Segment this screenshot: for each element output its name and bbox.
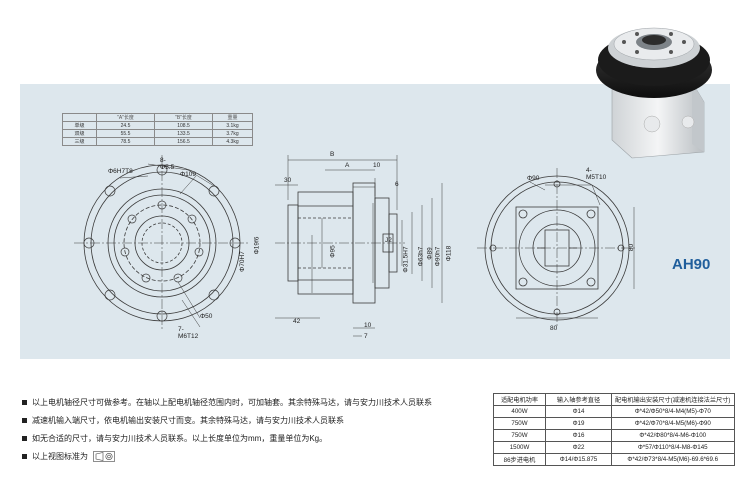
dim-31: Φ31.5H7 [402,246,410,273]
motor-table: 适配电机功率 输入轴参考直径 配电机输出安装尺寸(减速机连接法兰尺寸) 400W… [493,393,735,466]
note-item: 以上视图标准为 [22,448,432,466]
table-row: 1500W Φ22 Φ*57/Φ110*8/4-M8-Φ145 [493,441,735,454]
table-cell: 86步进电机 [493,453,546,466]
bullet [22,400,27,405]
header-cell: 适配电机功率 [493,393,546,406]
table-cell: Φ*42/Φ73*8/4-M5(M6)-69.6*69.6 [611,453,735,466]
dim-a: A [345,162,350,169]
model-label: AH90 [672,256,711,273]
header-cell: 输入轴参考直径 [545,393,612,406]
table-cell: 三级 [62,137,97,146]
hole-label: 8-Φ5.5 [160,157,175,171]
dim-19f6: Φ19f6 [253,236,261,255]
center-label: Φ50 [200,313,213,320]
rear-height-label: 80 [628,243,636,252]
table-cell: 750W [493,417,546,430]
table-row: 双级 55.5 133.5 3.7kg [62,129,253,138]
header-cell: "B"长度 [154,113,213,122]
rear-pcd-label: Φ90 [527,175,540,182]
key-label: J2 [385,237,392,244]
table-cell: 78.5 [96,137,155,146]
table-cell: Φ14/Φ15.875 [545,453,612,466]
table-cell: Φ*42/Φ70*8/4-M5(M6)-Φ90 [611,417,735,430]
table-row: 单级 24.5 108.5 3.1kg [62,121,253,130]
product-photo [596,27,712,159]
table-cell: 3.1kg [212,121,253,130]
table-cell: 156.5 [154,137,213,146]
table-cell: 24.5 [96,121,155,130]
dim-70h7: Φ70H7 [238,251,246,272]
note-item: 如无合适的尺寸，请与安力川技术人员联系。以上长度单位为mm，重量单位为Kg。 [22,430,432,448]
projection-symbol-icon [93,451,116,463]
length-table: "A"长度 "B"长度 重量 单级 24.5 108.5 3.1kg 双级 55… [62,113,253,146]
dim-63: Φ63h7 [417,246,425,267]
table-cell: 3.7kg [212,129,253,138]
table-cell: 双级 [62,129,97,138]
table-cell: Φ*42/Φ50*8/4-M4(M5)-Φ70 [611,405,735,418]
table-cell: Φ*42/Φ80*8/4-M6-Φ100 [611,429,735,442]
front-view [74,155,250,331]
table-row: 400W Φ14 Φ*42/Φ50*8/4-M4(M5)-Φ70 [493,405,735,418]
dim-10a: 10 [373,162,381,169]
dim-90: Φ90h7 [434,246,442,267]
dim-30: 30 [284,177,292,184]
rear-thread-label: 4-M5T10 [586,167,607,181]
dim-118: Φ118 [445,245,453,262]
table-cell: 400W [493,405,546,418]
notes: 以上电机轴径尺寸可做参考。在轴以上配电机轴径范围内时，可加轴套。其余特殊马达，请… [22,394,432,466]
bullet [22,436,27,441]
note-item: 减速机输入端尺寸，依电机输出安装尺寸而变。其余特殊马达，请与安力川技术人员联系 [22,412,432,430]
table-cell: Φ16 [545,429,612,442]
note-text: 减速机输入端尺寸，依电机输出安装尺寸而变。其余特殊马达，请与安力川技术人员联系 [32,416,344,425]
dim-6: 6 [395,181,399,188]
table-row: 86步进电机 Φ14/Φ15.875 Φ*42/Φ73*8/4-M5(M6)-6… [493,453,735,466]
motor-table-header: 适配电机功率 输入轴参考直径 配电机输出安装尺寸(减速机连接法兰尺寸) [493,393,735,406]
table-cell: Φ22 [545,441,612,454]
note-text: 如无合适的尺寸，请与安力川技术人员联系。以上长度单位为mm，重量单位为Kg。 [32,434,328,443]
table-cell: 1500W [493,441,546,454]
rear-width-label: 80 [550,325,558,332]
table-cell: 55.5 [96,129,155,138]
note-item: 以上电机轴径尺寸可做参考。在轴以上配电机轴径范围内时，可加轴套。其余特殊马达，请… [22,394,432,412]
table-cell: Φ*57/Φ110*8/4-M8-Φ145 [611,441,735,454]
table-cell: 750W [493,429,546,442]
note-text: 以上电机轴径尺寸可做参考。在轴以上配电机轴径范围内时，可加轴套。其余特殊马达，请… [32,398,432,407]
thread-label: 7-M6T12 [178,326,199,340]
note-text: 以上视图标准为 [32,452,88,461]
length-table-header: "A"长度 "B"长度 重量 [62,113,253,122]
side-view [275,155,443,337]
table-cell: Φ14 [545,405,612,418]
header-cell: "A"长度 [96,113,155,122]
table-cell: 108.5 [154,121,213,130]
pcd-label: Φ109 [180,171,197,178]
table-row: 750W Φ19 Φ*42/Φ70*8/4-M5(M6)-Φ90 [493,417,735,430]
dim-7: 7 [364,333,368,340]
table-cell: Φ19 [545,417,612,430]
header-cell [62,113,97,122]
table-cell: 4.3kg [212,137,253,146]
rear-view [477,168,637,328]
bullet [22,418,27,423]
header-cell: 配电机输出安装尺寸(减速机连接法兰尺寸) [611,393,735,406]
bullet [22,454,27,459]
table-cell: 单级 [62,121,97,130]
dim-89: Φ89 [426,247,434,260]
table-cell: 133.5 [154,129,213,138]
table-row: 750W Φ16 Φ*42/Φ80*8/4-M6-Φ100 [493,429,735,442]
dim-95: Φ95 [329,245,337,258]
table-row: 三级 78.5 156.5 4.3kg [62,137,253,146]
dim-10b: 10 [364,322,372,329]
fit-label: Φ6H7T8 [108,168,133,175]
header-cell: 重量 [212,113,253,122]
dim-42: 42 [293,318,301,325]
dim-b: B [330,151,335,158]
